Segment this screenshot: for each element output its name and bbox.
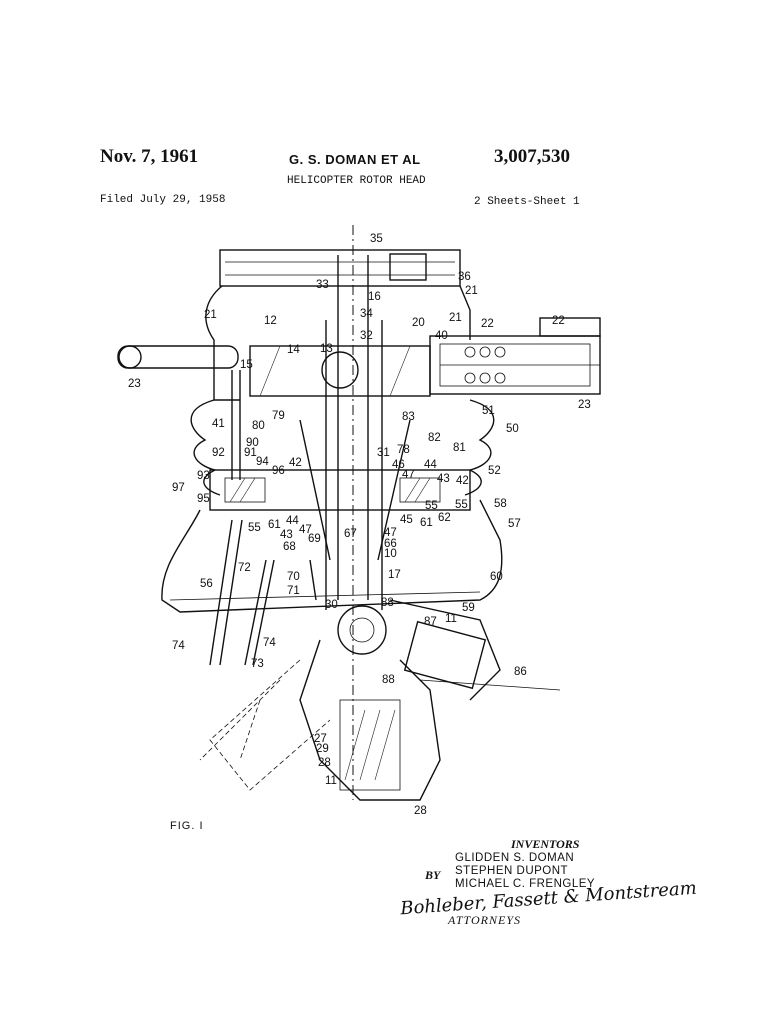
reference-numeral: 47 (384, 527, 397, 539)
inventor-name: MICHAEL C. FRENGLEY (455, 878, 596, 890)
reference-numeral: 41 (212, 418, 225, 430)
reference-numeral: 58 (494, 498, 507, 510)
reference-numeral: 82 (428, 432, 441, 444)
reference-numeral: 34 (360, 308, 373, 320)
reference-numeral: 61 (420, 517, 433, 529)
reference-numeral: 46 (392, 459, 405, 471)
reference-numeral: 40 (435, 330, 448, 342)
reference-numeral: 60 (490, 571, 503, 583)
reference-numeral: 16 (368, 291, 381, 303)
reference-numeral: 28 (414, 805, 427, 817)
reference-numeral: 52 (488, 465, 501, 477)
reference-numeral: 44 (286, 515, 299, 527)
reference-numeral: 81 (453, 442, 466, 454)
reference-numeral: 27 (314, 733, 327, 745)
reference-numeral: 55 (248, 522, 261, 534)
inventors-heading: G. S. DOMAN ET AL (289, 152, 421, 167)
reference-numeral: 31 (377, 447, 390, 459)
reference-numeral: 67 (344, 528, 357, 540)
sheet-count: 2 Sheets-Sheet 1 (474, 196, 580, 208)
reference-numeral: 87 (424, 616, 437, 628)
reference-numeral: 47 (402, 469, 415, 481)
reference-numeral: 20 (412, 317, 425, 329)
by-label: BY (425, 868, 441, 882)
reference-numeral: 57 (508, 518, 521, 530)
reference-numeral: 14 (287, 344, 300, 356)
reference-numeral: 88 (382, 674, 395, 686)
reference-numeral: 22 (481, 318, 494, 330)
reference-numeral: 21 (465, 285, 478, 297)
reference-numeral: 23 (128, 378, 141, 390)
reference-numeral: 55 (455, 499, 468, 511)
reference-numeral: 74 (263, 637, 276, 649)
reference-numeral: 42 (456, 475, 469, 487)
reference-numeral: 32 (360, 330, 373, 342)
reference-numeral: 45 (400, 514, 413, 526)
reference-numeral: 55 (425, 500, 438, 512)
reference-numeral: 43 (280, 529, 293, 541)
reference-numeral: 73 (251, 658, 264, 670)
reference-numeral: 94 (256, 456, 269, 468)
reference-numeral: 93 (197, 470, 210, 482)
reference-numeral: 10 (384, 548, 397, 560)
reference-numeral: 95 (197, 493, 210, 505)
reference-numeral: 68 (283, 541, 296, 553)
reference-numeral: 21 (204, 309, 217, 321)
reference-numeral: 69 (308, 533, 321, 545)
reference-numeral: 21 (449, 312, 462, 324)
reference-numeral: 91 (244, 447, 257, 459)
reference-numeral: 96 (272, 465, 285, 477)
patent-number: 3,007,530 (494, 146, 570, 167)
reference-numeral: 92 (212, 447, 225, 459)
figure-label: FIG. I (170, 820, 204, 832)
patent-date: Nov. 7, 1961 (100, 146, 199, 167)
reference-numeral: 17 (388, 569, 401, 581)
reference-numeral: 70 (287, 571, 300, 583)
reference-numeral: 86 (514, 666, 527, 678)
reference-numeral: 44 (424, 459, 437, 471)
reference-numeral: 72 (238, 562, 251, 574)
reference-numeral: 23 (578, 399, 591, 411)
reference-numeral: 47 (299, 524, 312, 536)
reference-numeral: 97 (172, 482, 185, 494)
reference-numeral: 71 (287, 585, 300, 597)
reference-numeral: 83 (402, 411, 415, 423)
reference-numeral: 74 (172, 640, 185, 652)
reference-numeral: 28 (318, 757, 331, 769)
reference-numeral: 80 (252, 420, 265, 432)
patent-title: HELICOPTER ROTOR HEAD (287, 175, 426, 187)
reference-numeral: 22 (552, 315, 565, 327)
reference-numeral: 15 (240, 359, 253, 371)
reference-numeral: 36 (458, 271, 471, 283)
reference-numeral: 50 (506, 423, 519, 435)
reference-numeral: 33 (316, 279, 329, 291)
reference-numeral: 12 (264, 315, 277, 327)
reference-numeral: 62 (438, 512, 451, 524)
filed-date: Filed July 29, 1958 (100, 194, 226, 206)
reference-numeral: 90 (246, 437, 259, 449)
reference-numeral: 78 (397, 444, 410, 456)
reference-numeral: 11 (445, 613, 457, 625)
attorneys-label: ATTORNEYS (448, 913, 522, 927)
reference-numeral: 56 (200, 578, 213, 590)
reference-numeral: 59 (462, 602, 475, 614)
reference-numeral: 11 (325, 775, 337, 787)
reference-numeral: 88 (381, 597, 394, 609)
reference-numeral: 43 (437, 473, 450, 485)
reference-numeral: 79 (272, 410, 285, 422)
reference-numeral: 13 (320, 343, 333, 355)
reference-numeral: 51 (482, 405, 495, 417)
reference-numeral: 42 (289, 457, 302, 469)
inventor-name: GLIDDEN S. DOMAN (455, 852, 575, 864)
reference-numeral: 30 (325, 599, 338, 611)
reference-numeral: 61 (268, 519, 281, 531)
inventor-name: STEPHEN DUPONT (455, 865, 569, 877)
inventors-title: INVENTORS (511, 837, 580, 851)
reference-numeral: 29 (316, 743, 329, 755)
reference-numeral: 66 (384, 538, 397, 550)
reference-numeral: 35 (370, 233, 383, 245)
